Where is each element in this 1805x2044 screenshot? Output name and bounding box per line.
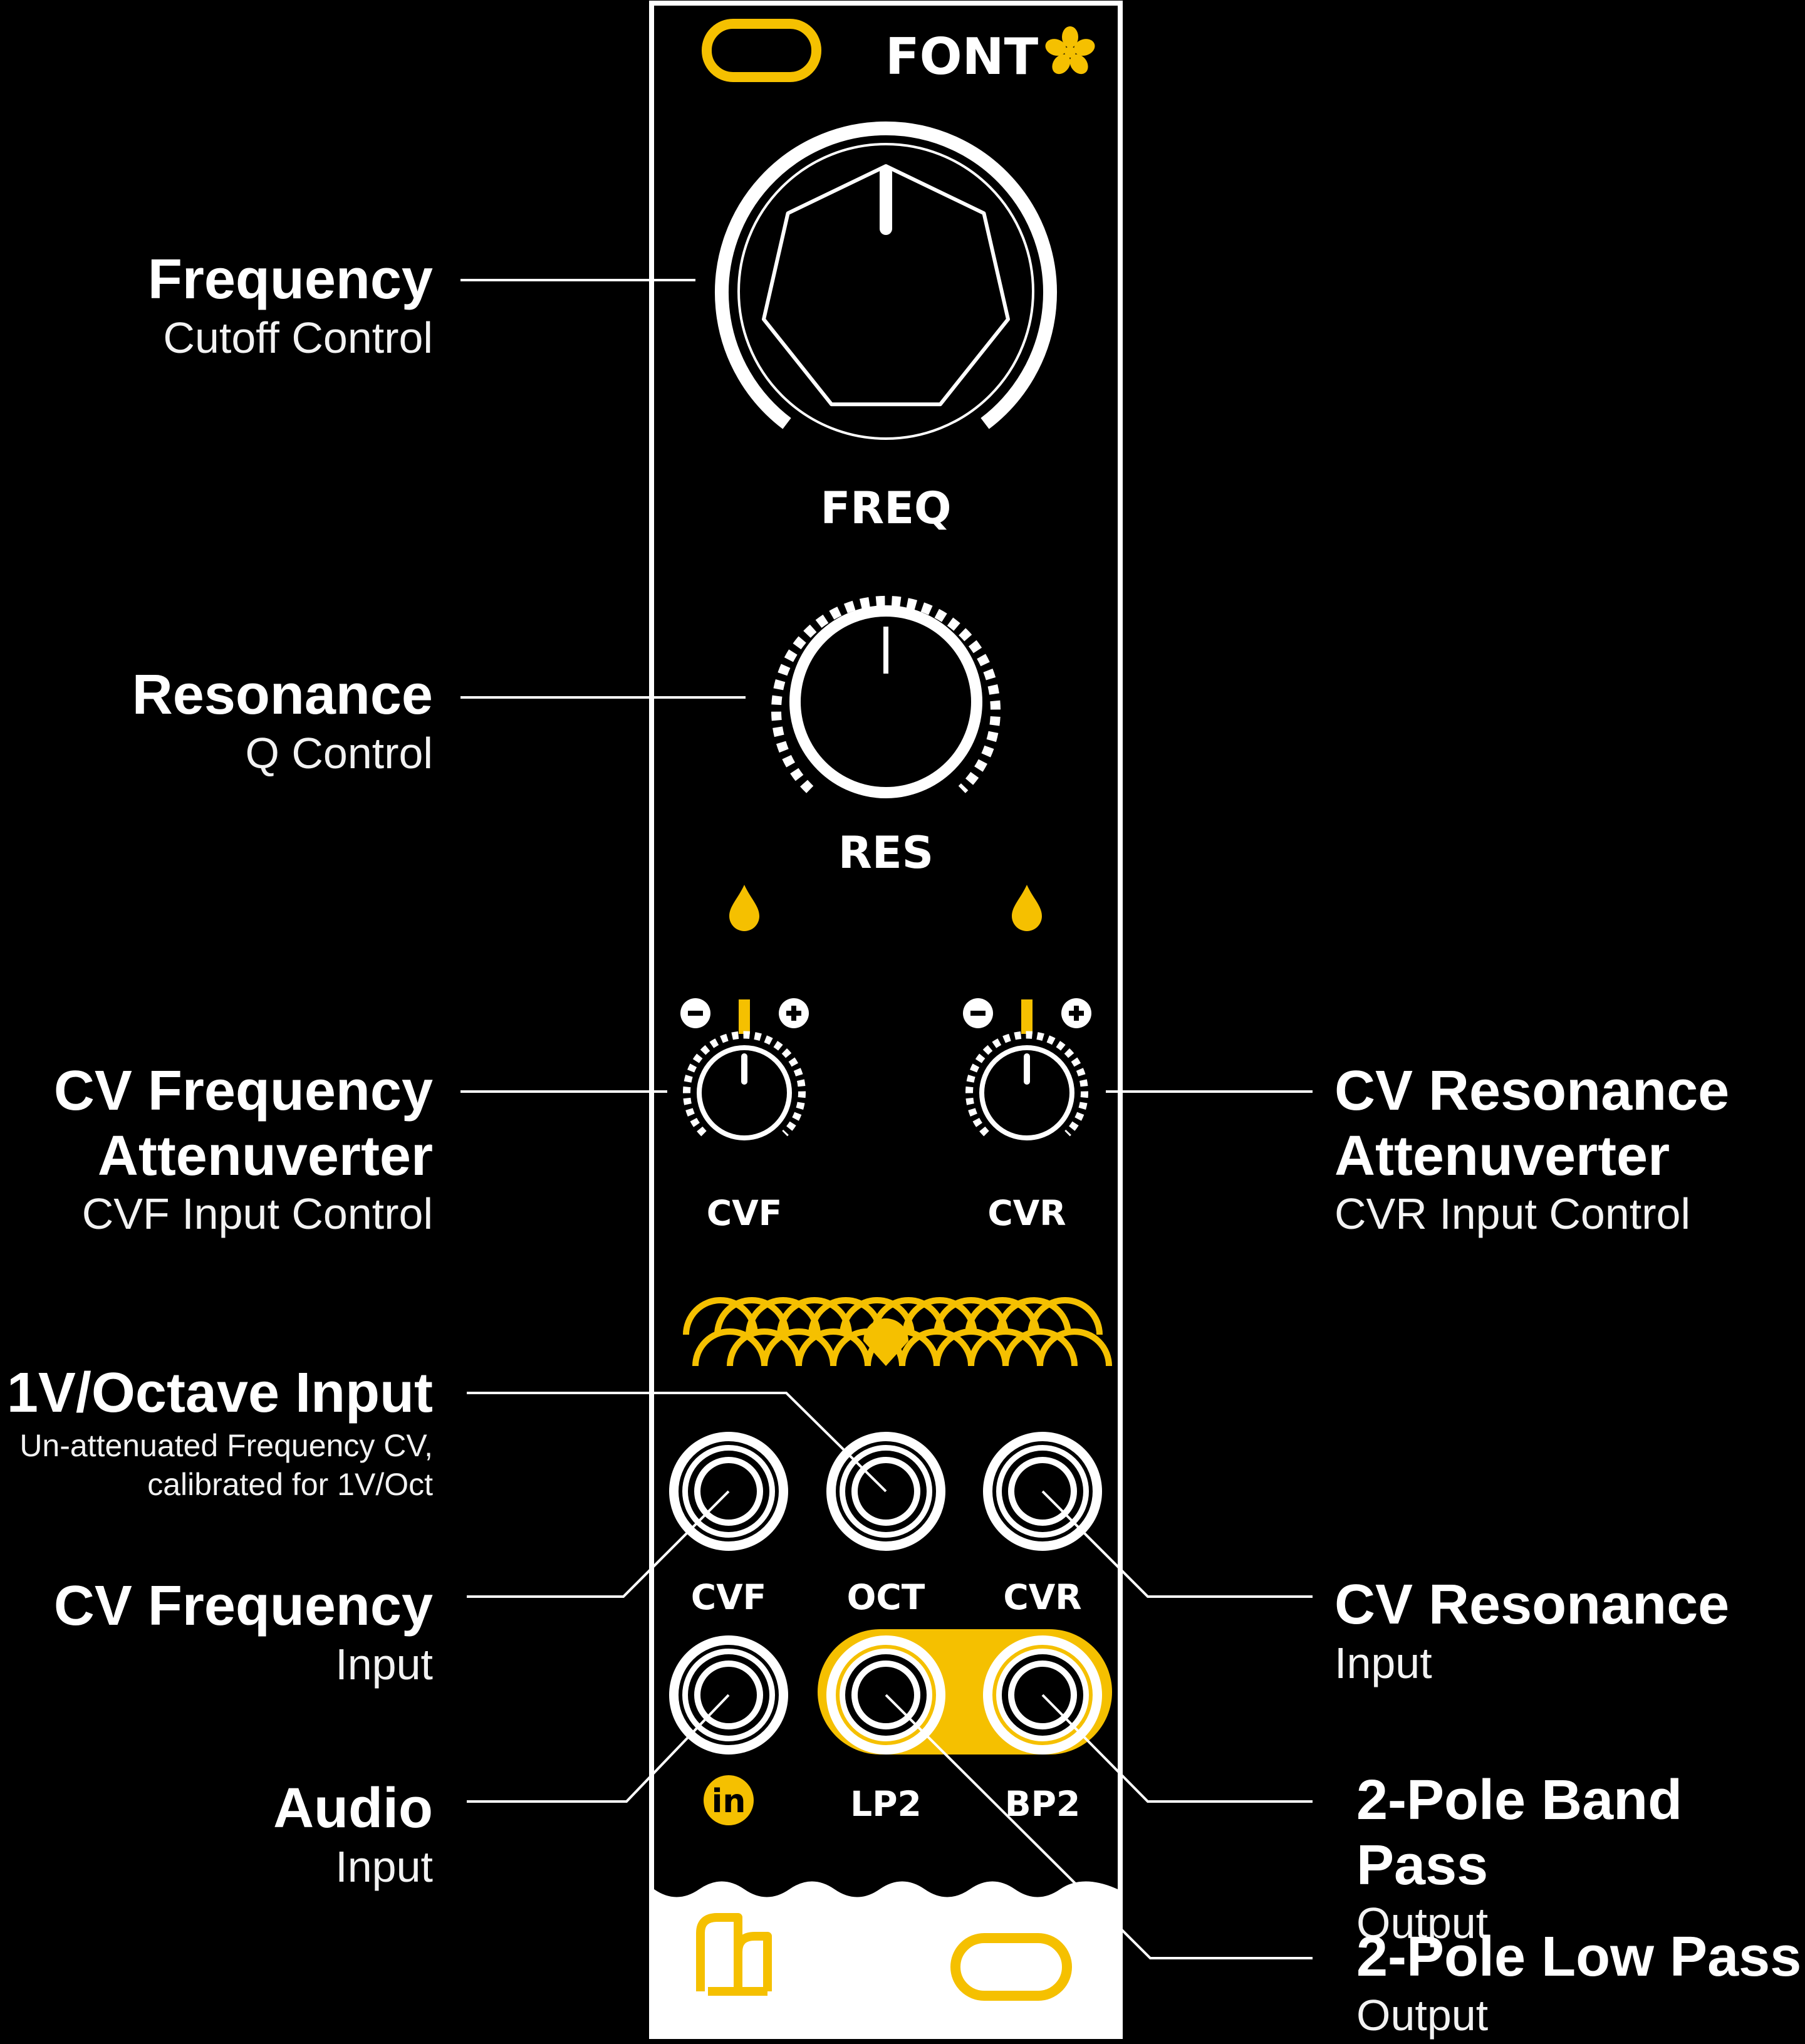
res-knob[interactable] <box>771 595 1001 798</box>
annotation-title: CV Frequency <box>53 1060 433 1122</box>
plus-icon <box>1061 998 1091 1028</box>
minus-icon <box>680 998 710 1028</box>
leader-lp2 <box>885 1694 1313 1959</box>
annotation-title-line2: Attenuverter <box>97 1124 433 1187</box>
leader-v-oct <box>467 1392 887 1493</box>
annotation-v-oct: 1V/Octave Input Un-attenuated Frequency … <box>7 1361 433 1504</box>
annotation-subtitle: Input <box>335 1639 433 1689</box>
cvr-knob-label: CVR <box>987 1193 1066 1233</box>
leader-bp2 <box>1041 1694 1313 1803</box>
annotation-subtitle: Input <box>335 1842 433 1891</box>
cvf-jack-label: CVF <box>691 1577 767 1617</box>
annotation-title: 2-Pole Band Pass <box>1356 1769 1683 1897</box>
annotation-audio-in: Audio Input <box>273 1776 433 1892</box>
freq-knob-scale-arc <box>715 121 1057 429</box>
annotation-title: CV Resonance <box>1334 1060 1730 1122</box>
res-knob-scale-dots <box>771 595 1001 793</box>
annotation-cv-freq-in: CV Frequency Input <box>54 1574 433 1689</box>
annotation-lp2-out: 2-Pole Low Pass Output <box>1356 1925 1801 2040</box>
annotation-cv-res-in: CV Resonance Input <box>1334 1573 1729 1688</box>
freq-knob-label: FREQ <box>820 482 951 534</box>
annotation-frequency: Frequency Cutoff Control <box>148 248 433 363</box>
annotation-subtitle-line2: calibrated for 1V/Oct <box>147 1467 433 1502</box>
leader-cv-freq-in <box>467 1490 730 1598</box>
in-jack-label: in <box>712 1783 746 1820</box>
bottom-wave-band <box>654 1881 1118 2034</box>
annotation-title: Audio <box>273 1777 433 1840</box>
cvf-scale-dots <box>683 1031 806 1137</box>
annotation-subtitle: Output <box>1356 1990 1489 2040</box>
freq-knob-cap <box>762 164 1010 407</box>
leader-cv-res-in <box>1041 1490 1313 1598</box>
brand-flower-icon <box>1045 26 1095 75</box>
annotation-subtitle: Output <box>1356 1899 1489 1948</box>
res-knob-label: RES <box>838 827 934 879</box>
cvf-knob-label: CVF <box>707 1193 783 1233</box>
annotation-subtitle: Q Control <box>245 728 433 778</box>
annotation-title: Frequency <box>147 248 433 311</box>
bp2-jack-label: BP2 <box>1005 1784 1081 1824</box>
minus-icon <box>963 998 993 1028</box>
annotation-subtitle: Input <box>1334 1638 1432 1687</box>
cvr-knob-cap <box>979 1045 1074 1140</box>
manufacturer-logo-icon <box>696 1913 772 1996</box>
scallop-center-drop <box>863 1318 908 1366</box>
lp2-jack-label: LP2 <box>850 1784 922 1824</box>
annotation-subtitle: CVF Input Control <box>81 1189 433 1238</box>
plus-icon <box>779 998 809 1028</box>
annotation-title: CV Frequency <box>53 1575 433 1637</box>
annotation-title: 2-Pole Low Pass <box>1356 1926 1802 1988</box>
annotation-title: 1V/Octave Input <box>6 1362 433 1424</box>
cvr-jack-label: CVR <box>1003 1577 1081 1617</box>
cvr-scale-dots <box>965 1031 1088 1137</box>
freq-knob[interactable] <box>715 121 1057 440</box>
annotation-title: CV Resonance <box>1334 1573 1730 1636</box>
cvr-drop-icon <box>1012 885 1042 931</box>
annotation-resonance: Resonance Q Control <box>132 663 433 778</box>
annotation-cv-res-att: CV Resonance Attenuverter CVR Input Cont… <box>1334 1059 1729 1239</box>
annotation-subtitle: Cutoff Control <box>163 313 433 362</box>
cvf-drop-icon <box>729 885 759 931</box>
res-knob-cap <box>789 605 982 798</box>
annotation-cv-freq-att: CV Frequency Attenuverter CVF Input Cont… <box>54 1059 433 1239</box>
annotation-subtitle: CVR Input Control <box>1334 1189 1691 1238</box>
scallop-pattern <box>683 1297 1112 1367</box>
annotation-title: Resonance <box>132 664 433 726</box>
bottom-screw-slot <box>950 1933 1072 2001</box>
annotation-bp2-out: 2-Pole Band Pass Output <box>1356 1768 1805 1949</box>
in-badge <box>704 1775 754 1825</box>
cvf-knob-cap <box>697 1045 792 1140</box>
leader-lines <box>460 279 1313 1959</box>
top-screw-slot <box>702 19 821 82</box>
freq-knob-ring <box>737 143 1034 440</box>
annotation-title-line2: Attenuverter <box>1334 1124 1670 1187</box>
cvr-attenuverter-knob[interactable] <box>963 998 1091 1140</box>
oct-jack-label: OCT <box>847 1577 925 1617</box>
brand-text: FONT <box>885 28 1039 86</box>
cvf-attenuverter-knob[interactable] <box>680 998 809 1140</box>
annotation-subtitle: Un-attenuated Frequency CV, <box>19 1427 433 1463</box>
leader-audio-in <box>467 1694 730 1803</box>
